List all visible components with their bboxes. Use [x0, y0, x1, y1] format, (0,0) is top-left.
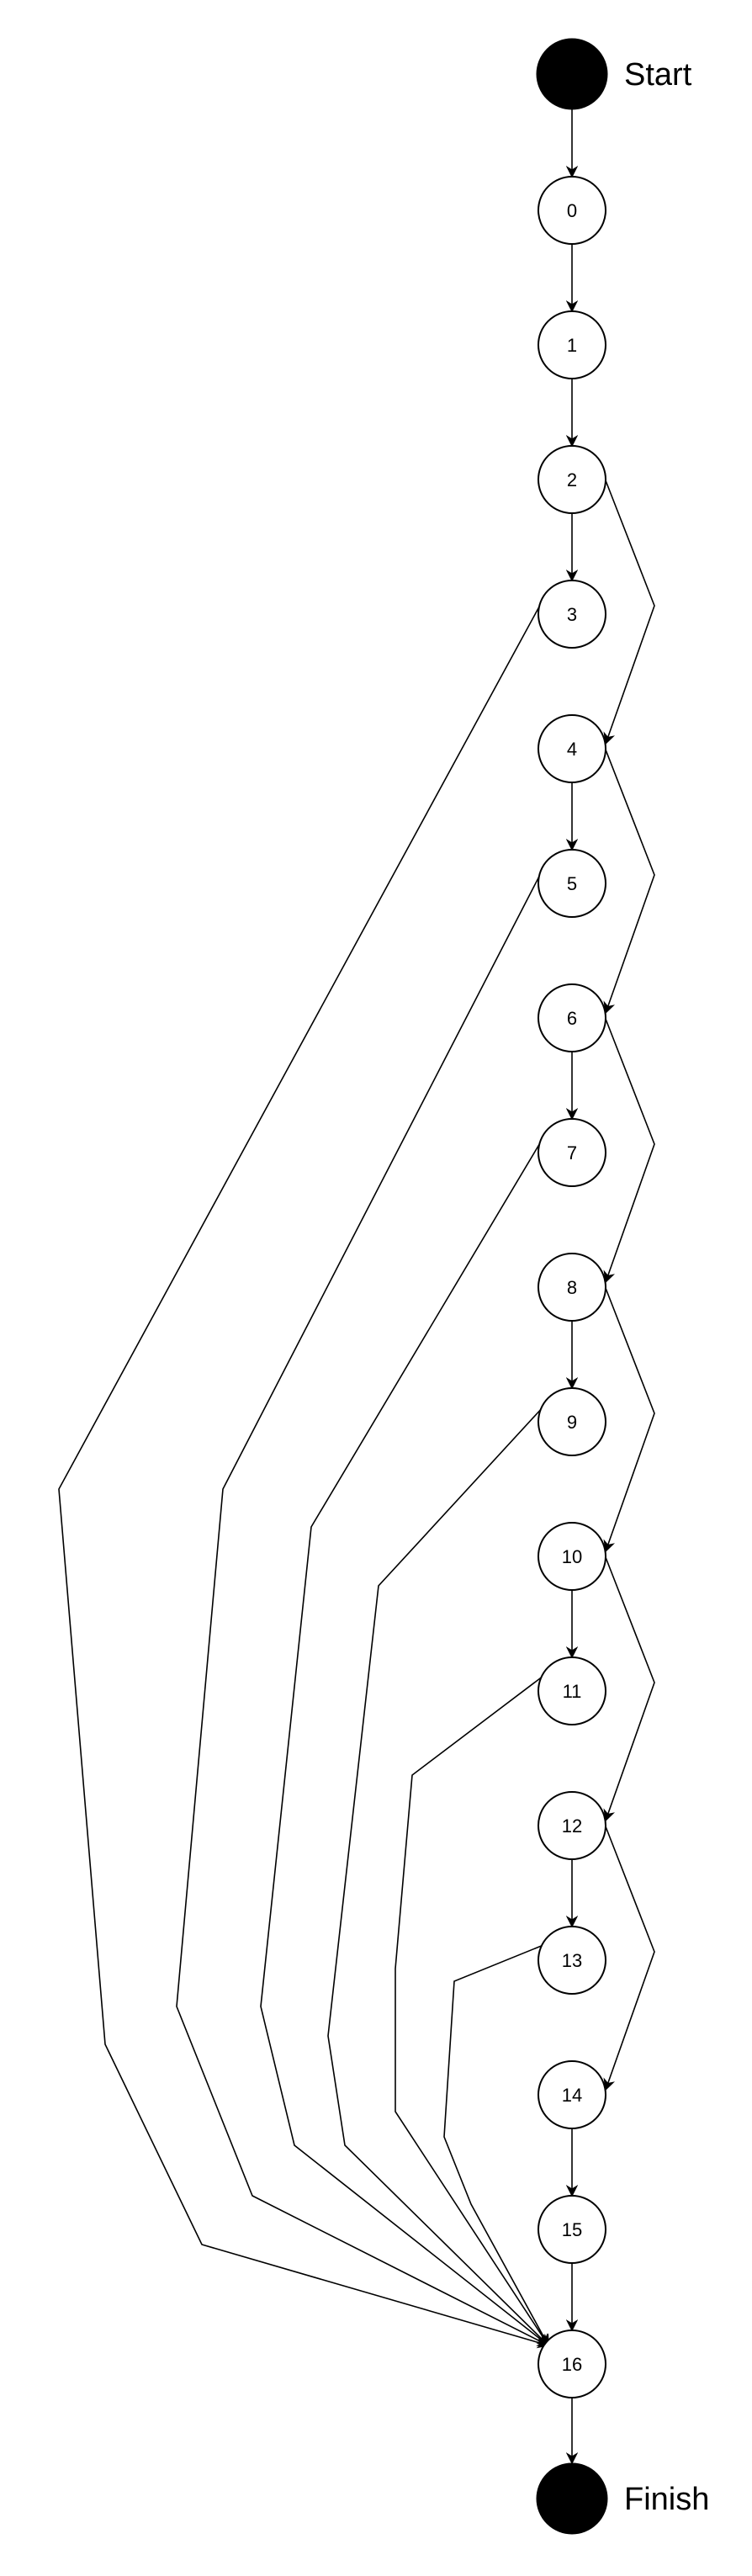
node-4-circle: [538, 714, 606, 783]
node-8-circle: [538, 1253, 606, 1322]
node-12-circle: [538, 1791, 606, 1860]
node-14-label: 14: [562, 2085, 582, 2106]
node-15: 15: [538, 2195, 606, 2264]
node-5-circle: [538, 849, 606, 918]
node-14-circle: [538, 2060, 606, 2129]
edge-2-to-4: [603, 475, 655, 745]
node-11-label: 11: [563, 1681, 582, 1702]
node-4: 4: [538, 714, 606, 783]
node-13-circle: [538, 1926, 606, 1995]
node-9: 9: [538, 1387, 606, 1456]
node-1-circle: [538, 310, 606, 379]
node-16: 16: [538, 2330, 606, 2398]
node-11: 11: [538, 1656, 606, 1725]
node-6-label: 6: [567, 1008, 577, 1029]
edge-13-to-16: [443, 1944, 549, 2347]
node-3-label: 3: [567, 604, 577, 625]
node-0-circle: [538, 176, 606, 245]
edge-10-to-12: [603, 1552, 655, 1822]
edge-7-to-16: [260, 1137, 550, 2346]
edge-5-to-16: [176, 867, 550, 2346]
node-1: 1: [538, 310, 606, 379]
node-3: 3: [538, 580, 606, 649]
edge-3-to-16: [58, 598, 550, 2349]
node-9-circle: [538, 1387, 606, 1456]
edge-9-to-16: [327, 1406, 550, 2347]
edge-6-to-8: [603, 1014, 655, 1284]
node-16-label: 16: [562, 2354, 582, 2375]
node-5: 5: [538, 849, 606, 918]
finish-node: Finish: [536, 2462, 709, 2535]
node-12-label: 12: [562, 1815, 582, 1837]
node-6: 6: [538, 983, 606, 1052]
node-2-circle: [538, 445, 606, 514]
start-node: Start: [536, 38, 692, 110]
edge-8-to-10: [603, 1283, 655, 1553]
node-16-circle: [538, 2330, 606, 2398]
finish-label: Finish: [624, 2482, 709, 2517]
node-5-label: 5: [567, 873, 577, 894]
node-3-circle: [538, 580, 606, 649]
edge-12-to-14: [603, 1821, 655, 2091]
edge-11-to-16: [395, 1675, 549, 2347]
node-8-label: 8: [567, 1277, 577, 1298]
start-node-circle: [536, 38, 608, 110]
node-15-label: 15: [562, 2219, 582, 2240]
node-10-circle: [538, 1522, 606, 1591]
node-8: 8: [538, 1253, 606, 1322]
node-15-circle: [538, 2195, 606, 2264]
finish-node-circle: [536, 2462, 608, 2535]
node-13-label: 13: [562, 1950, 582, 1971]
edges-layer: [58, 109, 655, 2465]
node-12: 12: [538, 1791, 606, 1860]
node-1-label: 1: [567, 335, 577, 356]
node-2-label: 2: [567, 469, 577, 490]
node-9-label: 9: [567, 1412, 577, 1433]
node-11-circle: [538, 1656, 606, 1725]
node-0: 0: [538, 176, 606, 245]
node-2: 2: [538, 445, 606, 514]
node-7-label: 7: [567, 1142, 577, 1163]
start-label: Start: [624, 57, 692, 93]
node-13: 13: [538, 1926, 606, 1995]
node-4-label: 4: [567, 739, 577, 760]
node-14: 14: [538, 2060, 606, 2129]
edge-4-to-6: [603, 745, 655, 1015]
node-6-circle: [538, 983, 606, 1052]
node-7-circle: [538, 1118, 606, 1187]
node-7: 7: [538, 1118, 606, 1187]
node-10-label: 10: [562, 1546, 582, 1567]
node-10: 10: [538, 1522, 606, 1591]
node-0-label: 0: [567, 200, 577, 221]
